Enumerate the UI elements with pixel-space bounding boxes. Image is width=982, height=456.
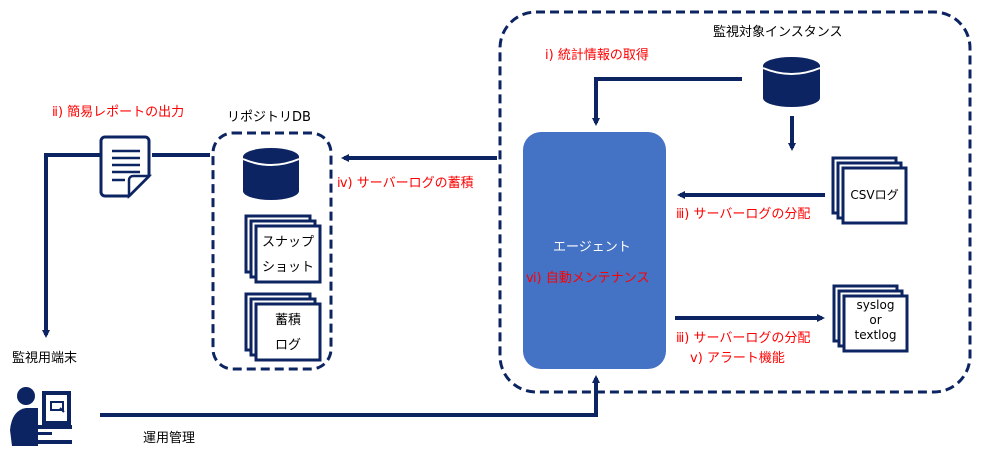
server-log-accumulate-label: ⅳ) サーバーログの蓄積	[337, 176, 474, 191]
snapshot-line-1: スナップ	[261, 235, 314, 250]
snapshot-stack	[244, 214, 322, 284]
report-document-icon	[99, 135, 153, 200]
report-output-arrow	[42, 153, 101, 338]
syslog-stack	[832, 284, 909, 353]
csv-log-text: CSVログ	[843, 189, 906, 201]
stats-acquire-label: ⅰ) 統計情報の取得	[545, 48, 649, 63]
operations-management-label: 運用管理	[143, 431, 196, 446]
accumulated-log-line-2: ログ	[274, 338, 301, 353]
repository-db-label: リポジトリDB	[227, 110, 311, 125]
accumulated-log-line-1: 蓄積	[274, 313, 301, 328]
snapshot-line-2: ショット	[261, 260, 314, 275]
auto-maintenance-label: ⅵ) 自動メンテナンス	[526, 271, 650, 286]
report-output-label: ⅱ) 簡易レポートの出力	[52, 105, 185, 120]
syslog-line-1: syslog	[856, 298, 895, 312]
csv-log-stack	[831, 156, 908, 225]
csv-log-line-1: CSVログ	[850, 188, 899, 202]
server-log-distribute-label-1: ⅲ) サーバーログの分配	[676, 207, 811, 222]
user-computer-icon	[10, 387, 72, 446]
server-log-distribute-label-2: ⅲ) サーバーログの分配	[676, 331, 811, 346]
monitored-instance-label: 監視対象インスタンス	[713, 25, 843, 40]
instance-database-icon	[762, 57, 821, 107]
alert-function-label: ⅴ) アラート機能	[690, 351, 785, 366]
stats-acquire-arrow	[592, 77, 742, 126]
accumulated-log-stack	[244, 292, 322, 362]
monitoring-terminal-label: 監視用端末	[12, 351, 78, 366]
accumulated-log-text: 蓄積 ログ	[256, 314, 320, 352]
syslog-line-3: textlog	[854, 328, 897, 342]
syslog-line-2: or	[869, 313, 882, 327]
agent-label: エージェント	[553, 240, 631, 255]
repository-database-icon	[242, 148, 300, 200]
agent-box[interactable]	[523, 132, 666, 369]
monitored-instance-container	[498, 10, 972, 394]
syslog-text: syslog or textlog	[844, 299, 907, 341]
operations-management-arrow	[100, 375, 600, 417]
snapshot-text: スナップ ショット	[256, 236, 320, 274]
